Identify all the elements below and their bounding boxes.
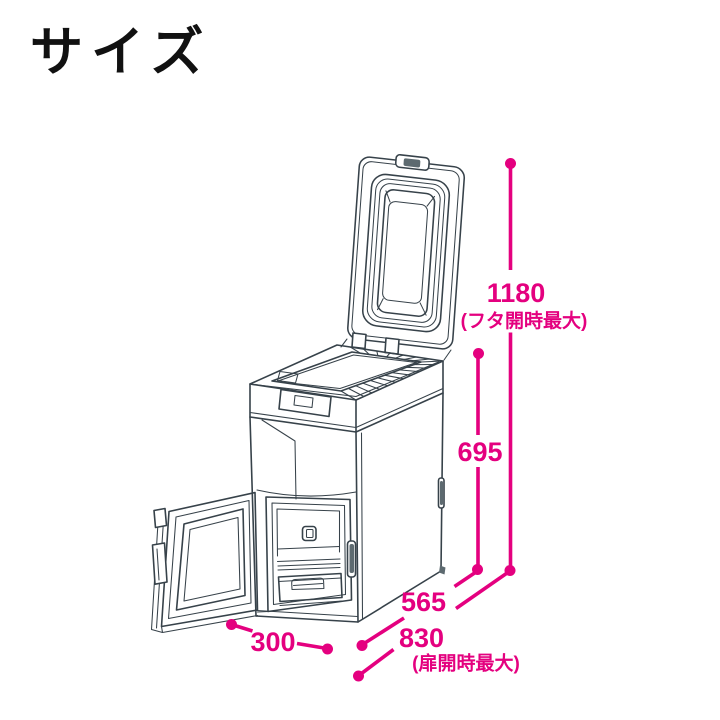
hinge-tab-1 [351,332,367,350]
body-front-crease [261,419,297,500]
dimension-depth: 565 [356,569,479,651]
interior-button [301,525,317,542]
lid-latch-button [403,158,421,168]
rim-inner-edge [253,361,440,398]
door-frame-inner [271,502,347,606]
dimension-height-max: 1180 (フタ開時最大) [461,158,588,576]
dim-dot [353,670,364,682]
door-panel [160,491,259,628]
door-hook-main [151,542,168,585]
dimension-door-width: 300 [226,619,333,657]
lid-recess-corners [377,190,436,316]
side-groove-dark [440,481,443,505]
rim-mesh-back [349,346,431,362]
lid-recess-outer [376,189,436,317]
rim-mesh-right [340,360,444,401]
dimension-label-height-max: 1180 [487,278,546,308]
dim-dot [322,643,333,655]
inner-drawer [277,572,343,607]
lid-seal-ring-2 [366,178,446,328]
front-latch [278,388,332,418]
dim-dot [226,619,237,630]
page-title: サイズ [30,23,212,82]
dim-line-565 [361,569,479,647]
dimension-note-height-max: (フタ開時最大) [461,309,588,332]
dim-dot [356,640,368,651]
door-inner-border [167,499,252,620]
drawer-top-line [277,577,342,583]
drawer-handle [291,577,325,591]
dimension-body-height: 695 [457,348,503,575]
dimension-note-depth-max: (扉開時最大) [412,652,520,675]
door-catch-dark [349,544,354,573]
body-right-edge-inner [360,432,364,620]
dim-dot [473,348,484,359]
lid-recess-inner [382,201,429,304]
drawer-detail [279,582,343,607]
dimension-label-depth: 565 [401,587,446,617]
dimension-label-body-height: 695 [457,437,502,467]
lid-seal-ring-1 [361,173,451,333]
lid-seal-ring-3 [371,183,441,323]
dim-dot [505,158,516,169]
dim-line-830 [358,569,512,677]
door-frame [265,496,353,613]
door-recess-inner [183,516,241,602]
interior-panel [276,508,341,557]
rim-front-detail [276,370,299,384]
collar-band [249,360,444,433]
body-front-right-edge [355,431,359,623]
body-front-step [256,489,357,497]
rim-opening-inner [275,354,418,390]
interior-ledge [276,545,341,571]
front-latch-button [293,394,314,409]
dimension-depth-max: 830 (扉開時最大) [353,569,520,682]
open-lid [347,154,466,350]
body-left-edge [249,416,257,617]
drawer-front [277,572,343,603]
dimension-label-door-width: 300 [250,627,295,657]
open-front-door [150,491,269,634]
collar-band-inner [249,387,444,429]
door-hook-top [153,507,168,529]
door-hook-line [156,548,160,581]
interior-button-inner [305,528,314,539]
door-recess-panel [175,508,246,611]
body-bottom-edges [255,570,442,623]
body-back-foot [439,565,446,575]
door-ground-link [256,610,269,613]
main-body [249,344,446,623]
dimension-label-depth-max: 830 [399,623,444,653]
hinge-tab-2 [384,337,400,355]
